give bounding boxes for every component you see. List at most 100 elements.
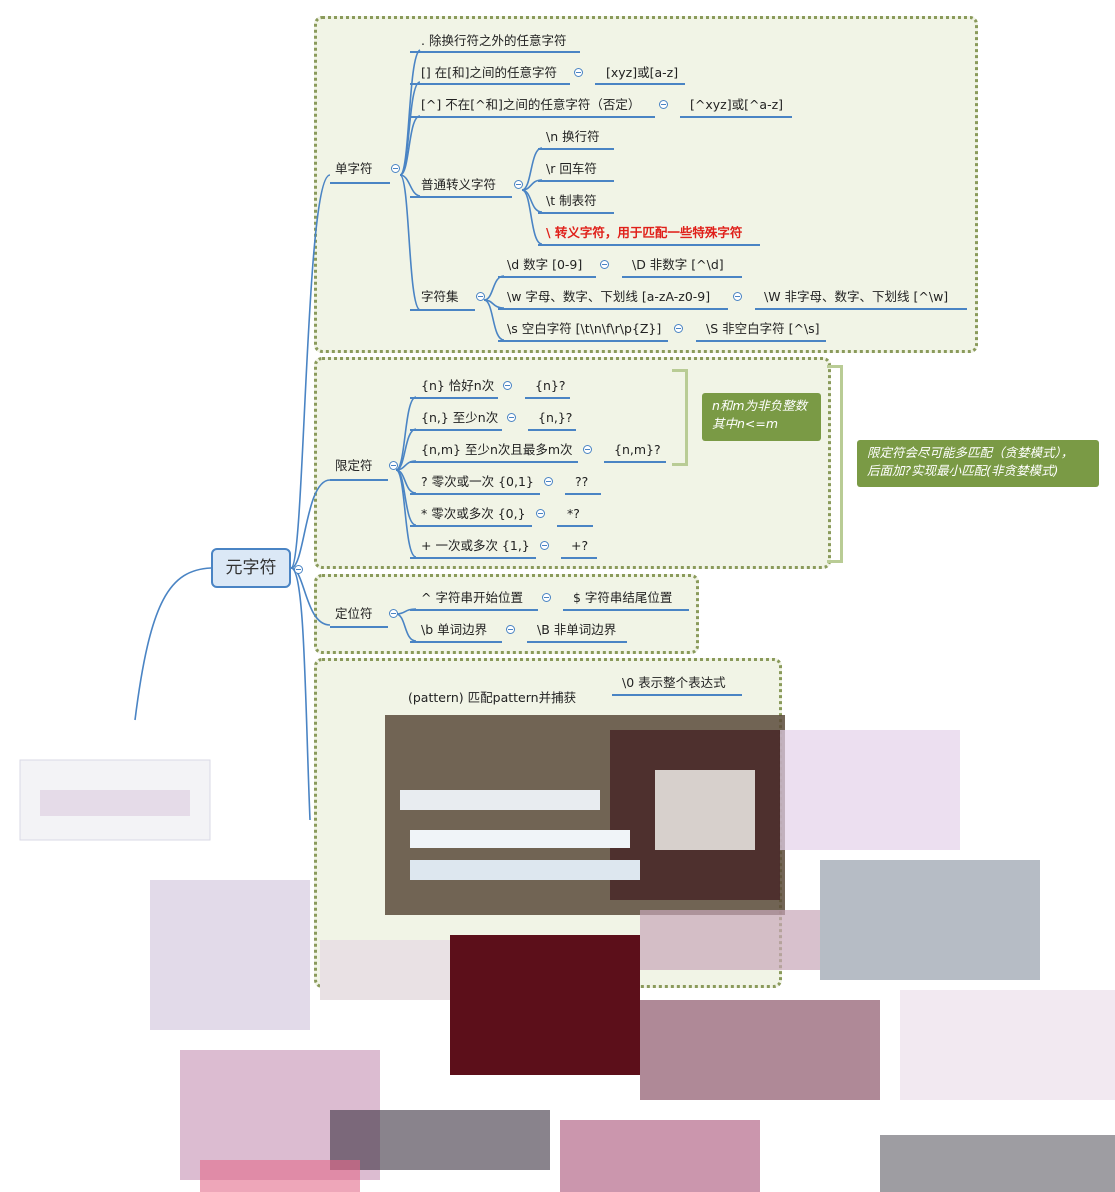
underline bbox=[595, 83, 685, 85]
quantifier-item[interactable]: {n,} 至少n次 bbox=[421, 410, 499, 425]
quantifier-lazy[interactable]: {n}? bbox=[535, 378, 566, 393]
underline bbox=[538, 148, 614, 150]
charset-inverse[interactable]: \S 非空白字符 [^\s] bbox=[706, 321, 820, 336]
quantifier-item[interactable]: {n,m} 至少n次且最多m次 bbox=[421, 442, 573, 457]
escape-item[interactable]: \t 制表符 bbox=[546, 193, 597, 208]
summary-bracket bbox=[672, 369, 688, 466]
underline bbox=[612, 694, 742, 696]
quantifier-lazy[interactable]: {n,}? bbox=[538, 410, 573, 425]
underline bbox=[561, 557, 597, 559]
underline bbox=[498, 276, 596, 278]
collapse-icon[interactable] bbox=[733, 292, 742, 301]
collapse-icon[interactable] bbox=[536, 509, 545, 518]
escape-item-highlight[interactable]: \ 转义字符，用于匹配一些特殊字符 bbox=[546, 225, 743, 240]
collapse-icon[interactable] bbox=[503, 381, 512, 390]
single-char-label[interactable]: 单字符 bbox=[335, 161, 373, 176]
quantifier-lazy[interactable]: *? bbox=[567, 506, 580, 521]
escape-item[interactable]: \r 回车符 bbox=[546, 161, 597, 176]
underline bbox=[330, 182, 390, 184]
anchor-pair[interactable]: \B 非单词边界 bbox=[537, 622, 617, 637]
single-item[interactable]: [] 在[和]之间的任意字符 bbox=[421, 65, 557, 80]
underline bbox=[410, 429, 502, 431]
single-example[interactable]: [^xyz]或[^a-z] bbox=[690, 97, 784, 112]
capture-item[interactable]: (pattern) 匹配pattern并捕获 bbox=[408, 690, 577, 705]
quantifier-lazy[interactable]: +? bbox=[571, 538, 589, 553]
underline bbox=[563, 609, 689, 611]
collapse-icon[interactable] bbox=[294, 565, 303, 574]
callout-line: 限定符会尽可能多匹配（贪婪模式）， bbox=[867, 445, 1074, 460]
underline bbox=[565, 493, 601, 495]
single-example[interactable]: [xyz]或[a-z] bbox=[606, 65, 679, 80]
quantifier-item[interactable]: {n} 恰好n次 bbox=[421, 378, 495, 393]
underline bbox=[696, 340, 826, 342]
collapse-icon[interactable] bbox=[476, 292, 485, 301]
collapse-icon[interactable] bbox=[506, 625, 515, 634]
underline bbox=[330, 479, 388, 481]
collapse-icon[interactable] bbox=[540, 541, 549, 550]
collapse-icon[interactable] bbox=[544, 477, 553, 486]
underline bbox=[330, 626, 388, 628]
charset-inverse[interactable]: \D 非数字 [^\d] bbox=[632, 257, 724, 272]
collapse-icon[interactable] bbox=[583, 445, 592, 454]
callout-line: n和m为非负整数 bbox=[712, 398, 808, 413]
collapse-icon[interactable] bbox=[507, 413, 516, 422]
escape-label[interactable]: 普通转义字符 bbox=[421, 177, 497, 192]
callout-line: 后面加?实现最小匹配(非贪婪模式) bbox=[867, 463, 1059, 478]
underline bbox=[528, 429, 576, 431]
callout-line: 其中n<=m bbox=[712, 416, 779, 431]
quantifier-item[interactable]: + 一次或多次 {1,} bbox=[421, 538, 530, 553]
capture-item[interactable]: \0 表示整个表达式 bbox=[622, 675, 726, 690]
charset-label[interactable]: 字符集 bbox=[421, 289, 459, 304]
quantifier-lazy[interactable]: ?? bbox=[575, 474, 589, 489]
charset-item[interactable]: \d 数字 [0-9] bbox=[507, 257, 583, 272]
single-item[interactable]: . 除换行符之外的任意字符 bbox=[421, 33, 567, 48]
underline bbox=[410, 309, 475, 311]
collapse-icon[interactable] bbox=[389, 461, 398, 470]
underline bbox=[410, 116, 655, 118]
collapse-icon[interactable] bbox=[542, 593, 551, 602]
collapse-icon[interactable] bbox=[389, 609, 398, 618]
anchor-pair[interactable]: $ 字符串结尾位置 bbox=[573, 590, 673, 605]
underline bbox=[410, 83, 570, 85]
anchor-item[interactable]: ^ 字符串开始位置 bbox=[421, 590, 523, 605]
quantifier-label[interactable]: 限定符 bbox=[335, 458, 373, 473]
single-char-group bbox=[314, 16, 978, 353]
anchor-item[interactable]: \b 单词边界 bbox=[421, 622, 488, 637]
root-node[interactable]: 元字符 bbox=[211, 548, 291, 588]
underline bbox=[680, 116, 792, 118]
underline bbox=[557, 525, 593, 527]
anchor-group bbox=[314, 574, 699, 654]
underline bbox=[622, 276, 742, 278]
quantifier-item[interactable]: * 零次或多次 {0,} bbox=[421, 506, 526, 521]
quantifier-lazy[interactable]: {n,m}? bbox=[614, 442, 661, 457]
collapse-icon[interactable] bbox=[659, 100, 668, 109]
quantifier-item[interactable]: ? 零次或一次 {0,1} bbox=[421, 474, 534, 489]
charset-item[interactable]: \s 空白字符 [\t\n\f\r\p{Z}] bbox=[507, 321, 662, 336]
single-item[interactable]: [^] 不在[^和]之间的任意字符（否定） bbox=[421, 97, 641, 112]
charset-inverse[interactable]: \W 非字母、数字、下划线 [^\w] bbox=[764, 289, 949, 304]
collapse-icon[interactable] bbox=[600, 260, 609, 269]
summary-bracket bbox=[827, 365, 843, 563]
underline bbox=[604, 461, 666, 463]
charset-item[interactable]: \w 字母、数字、下划线 [a-zA-z0-9] bbox=[507, 289, 711, 304]
underline bbox=[410, 51, 580, 53]
underline bbox=[538, 180, 614, 182]
escape-item[interactable]: \n 换行符 bbox=[546, 129, 600, 144]
underline bbox=[498, 340, 668, 342]
callout-note[interactable]: n和m为非负整数 其中n<=m bbox=[702, 393, 821, 441]
underline bbox=[410, 609, 538, 611]
collapse-icon[interactable] bbox=[514, 180, 523, 189]
underline bbox=[410, 525, 532, 527]
underline bbox=[525, 397, 570, 399]
underline bbox=[755, 308, 967, 310]
underline bbox=[538, 244, 760, 246]
callout-note[interactable]: 限定符会尽可能多匹配（贪婪模式）， 后面加?实现最小匹配(非贪婪模式) bbox=[857, 440, 1099, 487]
collapse-icon[interactable] bbox=[674, 324, 683, 333]
underline bbox=[410, 493, 540, 495]
underline bbox=[538, 212, 614, 214]
collapse-icon[interactable] bbox=[391, 164, 400, 173]
collapse-icon[interactable] bbox=[574, 68, 583, 77]
anchor-label[interactable]: 定位符 bbox=[335, 606, 373, 621]
underline bbox=[498, 308, 728, 310]
